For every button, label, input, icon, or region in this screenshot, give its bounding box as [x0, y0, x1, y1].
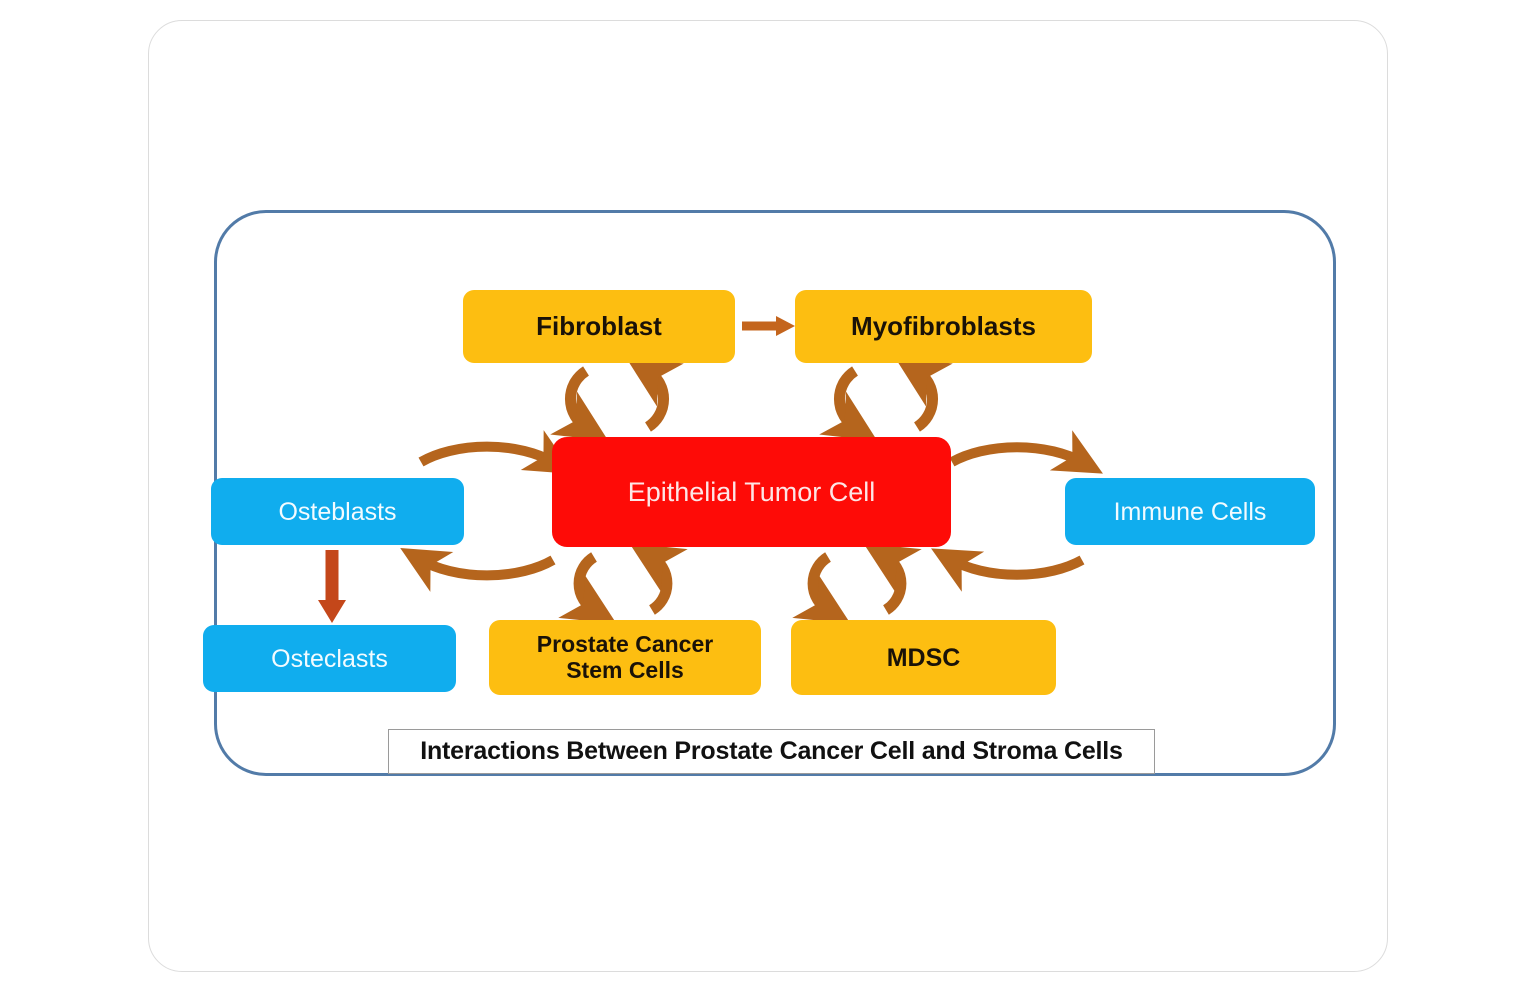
node-myofibroblasts[interactable]: Myofibroblasts	[795, 290, 1092, 363]
node-prostate-cancer-stem-cells[interactable]: Prostate Cancer Stem Cells	[489, 620, 761, 695]
node-prostate-cancer-stem-cells-label-line1: Prostate Cancer	[536, 630, 714, 657]
node-osteblasts-label: Osteblasts	[278, 497, 397, 526]
node-immune-cells[interactable]: Immune Cells	[1065, 478, 1315, 545]
caption-box: Interactions Between Prostate Cancer Cel…	[388, 729, 1155, 774]
node-fibroblast[interactable]: Fibroblast	[463, 290, 735, 363]
node-mdsc-label: MDSC	[886, 643, 961, 672]
node-myofibroblasts-label: Myofibroblasts	[851, 310, 1036, 341]
node-immune-cells-label: Immune Cells	[1113, 497, 1267, 526]
node-epithelial-tumor-cell-label: Epithelial Tumor Cell	[627, 476, 876, 507]
node-prostate-cancer-stem-cells-label-line2: Stem Cells	[566, 656, 684, 683]
node-mdsc[interactable]: MDSC	[791, 620, 1056, 695]
node-osteclasts[interactable]: Osteclasts	[203, 625, 456, 692]
node-fibroblast-label: Fibroblast	[536, 310, 662, 341]
node-osteclasts-label: Osteclasts	[271, 644, 388, 673]
node-osteblasts[interactable]: Osteblasts	[211, 478, 464, 545]
caption-text: Interactions Between Prostate Cancer Cel…	[420, 737, 1123, 765]
node-epithelial-tumor-cell[interactable]: Epithelial Tumor Cell	[552, 437, 951, 547]
